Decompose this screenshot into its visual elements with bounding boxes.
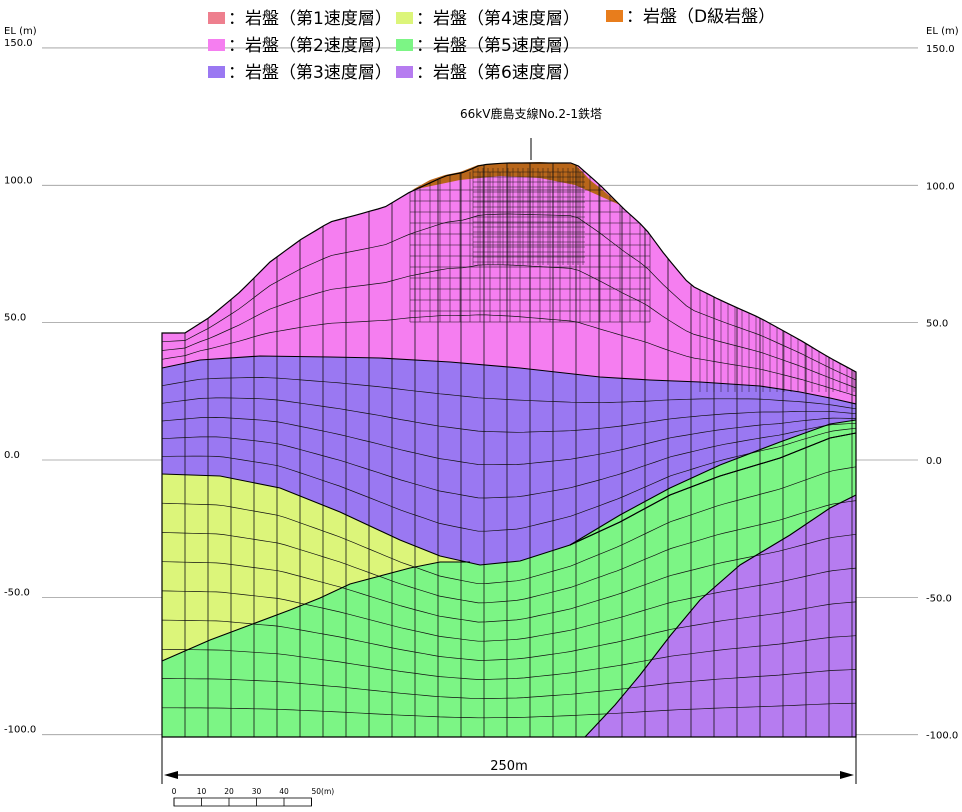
scale-bar-label: 30 [252,787,262,796]
mesh-row [162,422,856,499]
legend-swatch [396,66,413,78]
mesh-row [162,567,856,642]
layer-boundary [584,494,856,737]
tower-label: 66kV鹿島支線No.2-1鉄塔 [460,106,602,121]
layer-5-region [162,420,856,737]
right-tick-label: 0.0 [926,456,942,467]
fem-mesh [162,163,856,737]
left-tick-label: -100.0 [4,725,36,736]
scale-bar-label: 50(m) [312,787,335,796]
legend-label: ：岩盤（D級岩盤） [626,7,775,27]
right-axis-unit-label: EL (m) [926,26,959,37]
mesh-row [162,427,856,532]
right-tick-label: -50.0 [926,593,952,604]
layer-boundary [569,419,856,546]
layer-6-region [585,495,856,737]
mesh-row [162,533,856,623]
mesh-row [162,213,856,381]
rock-layer-section [162,162,856,737]
left-axis-unit-label: EL (m) [4,26,37,37]
scale-bar-label: 10 [197,787,207,796]
layer-boundary [162,355,856,405]
legend-swatch [208,12,225,24]
right-tick-label: -100.0 [926,731,958,742]
mesh-row [162,314,856,397]
layer-4-region-left [162,474,470,661]
legend-swatch [396,39,413,51]
mesh-row [162,377,856,410]
right-tick-label: 100.0 [926,181,955,192]
scale-bar-label: 20 [224,787,234,796]
left-tick-label: 0.0 [4,450,20,461]
left-tick-label: 50.0 [4,313,26,324]
scale-bar-label: 0 [172,787,177,796]
layer-2-region [162,163,856,404]
mesh-row [162,669,856,700]
right-tick-label: 150.0 [926,44,955,55]
legend-swatch [208,66,225,78]
left-tick-label: -50.0 [4,587,30,598]
mesh-row [162,635,856,680]
left-tick-label: 150.0 [4,38,33,49]
mesh-row [162,397,856,433]
legend-label: ：岩盤（第1速度層） [228,9,392,29]
section-boundary [161,162,857,738]
mesh-row [162,601,856,661]
mesh-row [162,702,856,719]
layer-boundary [162,561,470,662]
mesh-row [162,500,856,604]
layer-boundary [569,432,856,546]
scale-bar-label: 40 [279,787,289,796]
legend-swatch [606,10,623,22]
section-outline [161,162,857,738]
mesh-row [162,466,856,585]
scale-bar-frame [173,797,312,807]
legend-label: ：岩盤（第6速度層） [416,63,580,83]
mesh-row [162,264,856,389]
width-dimension-label: 250m [490,759,527,774]
elevation-tick-labels: 150.0 150.0 100.0 100.0 50.0 50.0 0.0 0.0 -50.0 -… [4,38,958,742]
legend-label: ：岩盤（第2速度層） [228,36,392,56]
mesh-row [162,417,856,466]
width-dimension: 250m [161,737,857,784]
left-tick-label: 100.0 [4,175,33,186]
right-tick-label: 50.0 [926,319,948,330]
scale-bar: 0 10 20 30 40 50(m) [172,787,335,807]
legend-label: ：岩盤（第3速度層） [228,63,392,83]
legend-swatch [208,39,225,51]
legend-label: ：岩盤（第4速度層） [416,9,580,29]
legend-label: ：岩盤（第5速度層） [416,36,580,56]
legend-swatch [396,12,413,24]
legend: ：岩盤（第1速度層） ：岩盤（第2速度層） ：岩盤（第3速度層） ：岩盤（第4速度層）… [208,7,775,83]
